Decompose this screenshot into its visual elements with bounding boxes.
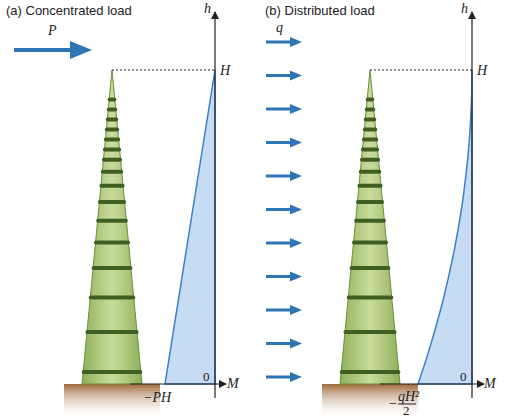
node-band [357, 184, 382, 188]
moment-value: −PH [143, 391, 171, 405]
panel-title: (a) Concentrated load [6, 4, 132, 17]
node-band [364, 118, 376, 122]
node-band [96, 219, 128, 223]
origin-label: 0 [203, 370, 210, 383]
m-axis [380, 383, 484, 384]
fraction-denominator: 2 [403, 404, 410, 417]
load-arrow [266, 272, 302, 282]
load-label: q [276, 21, 283, 35]
axis-label: h [204, 2, 211, 16]
axis-label: M [227, 377, 239, 391]
load-arrow [266, 305, 302, 315]
fraction-numerator: qH² [398, 390, 419, 404]
load-arrow [266, 171, 302, 181]
node-band [99, 184, 124, 188]
node-band [363, 128, 377, 132]
load-arrow [266, 71, 302, 81]
node-band [106, 118, 118, 122]
load-arrow [266, 37, 302, 47]
load-arrow [266, 205, 302, 215]
moment-diagram [165, 70, 215, 384]
node-band [98, 200, 126, 204]
node-band [343, 330, 396, 334]
node-band [360, 158, 380, 162]
node-band [107, 108, 118, 112]
node-band [350, 266, 391, 270]
node-band [105, 128, 119, 132]
node-band [82, 370, 143, 374]
node-band [85, 330, 138, 334]
node-band [102, 158, 122, 162]
load-arrow [266, 372, 302, 382]
node-band [366, 98, 375, 102]
force-label: P [48, 24, 57, 38]
minus-sign: − [388, 397, 397, 411]
h-axis [471, 12, 472, 398]
height-line [112, 70, 215, 71]
node-band [89, 296, 135, 300]
load-arrow [266, 339, 302, 349]
load-arrow [266, 138, 302, 148]
node-band [347, 296, 393, 300]
height-line [370, 70, 472, 71]
node-band [365, 108, 376, 112]
node-band [359, 170, 381, 174]
node-band [362, 138, 378, 142]
panel-title: (b) Distributed load [265, 4, 375, 17]
bamboo-culm [340, 70, 400, 384]
h-axis [214, 12, 215, 398]
load-arrow [266, 104, 302, 114]
node-band [356, 200, 384, 204]
node-band [354, 219, 386, 223]
node-band [103, 148, 121, 152]
node-band [108, 98, 117, 102]
node-band [94, 241, 130, 245]
node-band [104, 138, 120, 142]
axis-label: h [461, 2, 468, 16]
node-band [340, 370, 401, 374]
node-band [92, 266, 133, 270]
origin-label: 0 [460, 370, 467, 383]
moment-diagram [418, 70, 472, 384]
node-band [352, 241, 388, 245]
m-axis [130, 383, 226, 384]
node-band [101, 170, 123, 174]
node-band [361, 148, 379, 152]
height-label: H [220, 64, 230, 78]
load-arrow [14, 41, 92, 59]
height-label: H [477, 64, 487, 78]
load-arrow [266, 238, 302, 248]
axis-label: M [484, 377, 496, 391]
bamboo-culm [82, 70, 142, 384]
